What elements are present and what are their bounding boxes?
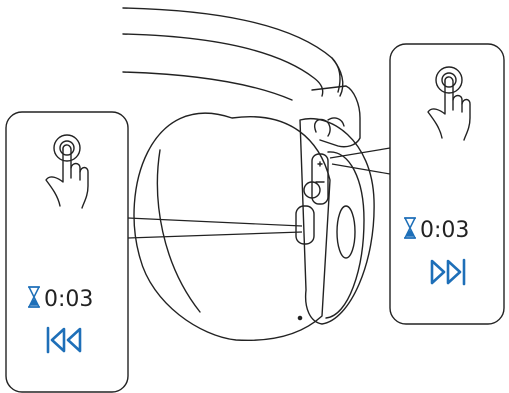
callout-lines xyxy=(127,147,391,239)
headband xyxy=(122,7,344,101)
right-callout-line-lower xyxy=(331,163,391,175)
left-panel-frame xyxy=(5,111,129,393)
yoke xyxy=(311,85,361,148)
right-panel-frame xyxy=(389,43,505,325)
left-gesture-panel: 0:03 xyxy=(5,111,129,393)
left-callout-line-lower xyxy=(127,231,303,239)
right-timer-text: 0:03 xyxy=(420,218,469,243)
left-timer-text: 0:03 xyxy=(44,287,93,312)
touch-and-hold-hand-icon xyxy=(45,134,89,209)
hourglass-icon xyxy=(28,286,40,308)
cushion-seam xyxy=(156,149,201,313)
left-callout-line xyxy=(127,217,303,227)
earcup-outer-face xyxy=(325,151,365,319)
headphone-illustration xyxy=(122,7,375,342)
right-gesture-panel: 0:03 xyxy=(389,43,505,325)
hourglass-icon xyxy=(404,217,416,239)
touch-and-hold-hand-icon xyxy=(427,66,471,141)
ear-cushion xyxy=(133,112,331,342)
previous-track-icon xyxy=(46,326,82,354)
right-callout-line xyxy=(329,147,391,159)
earcup-shell xyxy=(299,118,375,325)
next-track-icon xyxy=(430,258,466,286)
earcup-center-plate xyxy=(336,205,356,259)
earcup-buttons xyxy=(295,153,329,321)
